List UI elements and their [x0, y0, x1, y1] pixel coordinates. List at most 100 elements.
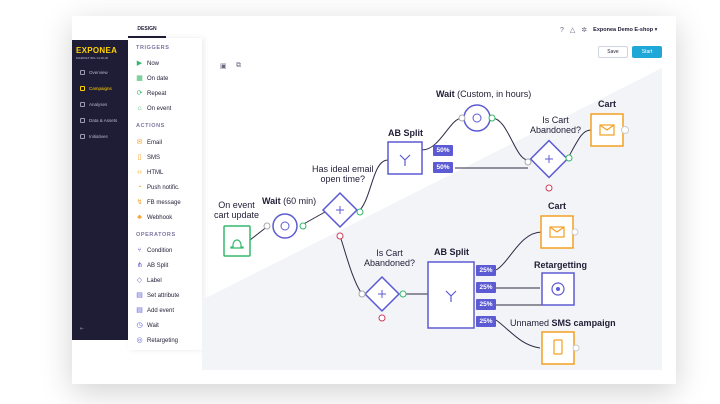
palette-item-label: Webhook [147, 214, 173, 221]
palette-item-on-date[interactable]: ▦On date [136, 75, 168, 82]
sidebar-item-initiatives[interactable]: Initiatives [80, 134, 108, 139]
palette-item-label-op[interactable]: ◇ Label [136, 277, 162, 284]
code-icon: ‹› [137, 169, 142, 176]
label-ab-split-1: AB Split [388, 128, 423, 138]
palette-item-label: Now [147, 60, 160, 67]
play-icon: ▶ [136, 60, 143, 67]
gear-icon[interactable]: ✲ [581, 27, 588, 34]
condition-icon [545, 155, 553, 163]
email-icon [549, 226, 565, 238]
node-ab-split-1 [387, 141, 423, 175]
palette-item-webhook[interactable]: ♣ Webhook [136, 214, 172, 221]
section-operators-title: OPERATORS [136, 232, 176, 238]
pct-badge[interactable]: 50% [433, 162, 453, 173]
palette-item-html[interactable]: ‹› HTML [136, 169, 163, 176]
notification-bell-icon[interactable]: △ [569, 27, 576, 34]
sidebar-item-overview[interactable]: Overview [80, 70, 108, 75]
node-ab-split-2 [427, 261, 475, 329]
pct-badge[interactable]: 50% [433, 145, 453, 156]
sidebar-item-label: Overview [89, 70, 108, 75]
sidebar-item-label: Campaigns [89, 86, 112, 91]
label-cart-2: Cart [548, 201, 566, 211]
palette-item-label: Retargeting [147, 337, 179, 344]
image-icon[interactable]: ▣ [220, 63, 227, 70]
sidebar-item-campaigns[interactable]: Campaigns [80, 86, 112, 91]
palette-item-label: Email [147, 139, 163, 146]
save-button[interactable]: Save [598, 46, 628, 58]
node-sms-campaign [541, 331, 575, 365]
label-wait-60: Wait (60 min) [262, 196, 316, 206]
label-wait-rest: (60 min) [280, 196, 317, 206]
palette-item-label: Label [147, 277, 162, 284]
clock-icon [280, 221, 290, 231]
node-on-event [223, 225, 251, 257]
palette-item-retargeting[interactable]: ◎Retargeting [136, 337, 178, 344]
palette-item-push[interactable]: ◔Push notific. [136, 184, 180, 191]
webhook-icon: ♣ [137, 214, 142, 221]
start-button[interactable]: Start [632, 46, 662, 58]
target-icon [551, 282, 565, 296]
palette-item-label: Condition [147, 247, 173, 254]
palette-item-label: Repeat [147, 90, 167, 97]
palette-item-label: HTML [147, 169, 164, 176]
pct-badge[interactable]: 25% [476, 265, 496, 276]
sidebar-item-data-assets[interactable]: Data & Assets [80, 118, 117, 123]
label-wait-custom: Wait (Custom, in hours) [436, 89, 531, 99]
pct-badge[interactable]: 25% [476, 299, 496, 310]
clock-icon [472, 113, 482, 123]
add-event-icon: ▤ [136, 307, 143, 314]
palette-item-label: FB message [147, 199, 181, 206]
sms-icon: ▯ [137, 154, 142, 161]
sidebar-item-label: Data & Assets [89, 118, 118, 123]
repeat-icon: ⟳ [136, 90, 143, 97]
split-icon: ⋔ [136, 262, 143, 269]
palette-item-ab-split[interactable]: ⋔AB Split [136, 262, 169, 269]
pct-badge[interactable]: 25% [476, 282, 496, 293]
palette-item-wait[interactable]: ◷Wait [136, 322, 158, 329]
label-cart-question-2: Is Cart Abandoned? [364, 248, 416, 269]
label-sms-campaign: Unnamed SMS campaign [510, 318, 616, 328]
split-icon [399, 154, 411, 166]
pct-badge[interactable]: 25% [476, 316, 496, 327]
label-retargeting: Retargetting [534, 260, 587, 270]
brand-logo-text: EXPONEA [76, 46, 118, 55]
palette-item-label: On date [147, 75, 169, 82]
condition-icon [378, 290, 386, 298]
tab-design[interactable]: DESIGN [128, 22, 166, 38]
palette-item-condition[interactable]: ⑂Condition [136, 247, 172, 254]
attribute-icon: ▤ [136, 292, 143, 299]
collapse-icon[interactable]: ⇤ [80, 326, 85, 332]
palette-item-on-event[interactable]: ⌂On event [136, 105, 171, 112]
label-icon: ◇ [136, 277, 143, 284]
top-bar: ? △ ✲ Exponea Demo E-shop ▾ [560, 26, 658, 35]
palette-item-add-event[interactable]: ▤ Add event [136, 307, 174, 314]
sidebar-item-label: Analyses [89, 102, 108, 107]
palette-item-label: Add event [147, 307, 175, 314]
label-ab-split-2: AB Split [434, 247, 469, 257]
palette-item-sms[interactable]: ▯SMS [136, 154, 160, 161]
copy-icon[interactable]: ⧉ [236, 62, 241, 69]
palette-item-email[interactable]: ✉Email [136, 139, 162, 146]
sidebar-item-analyses[interactable]: Analyses [80, 102, 107, 107]
label-on-event: On event cart update [214, 200, 260, 221]
label-retargeting-bold: Retargetting [534, 260, 588, 270]
palette-item-repeat[interactable]: ⟳ Repeat [136, 90, 167, 97]
initiatives-icon [80, 134, 85, 139]
palette-item-label: Push notific. [147, 184, 180, 191]
section-actions-title: ACTIONS [136, 123, 165, 129]
palette-item-now[interactable]: ▶ Now [136, 60, 159, 67]
clock-icon: ◷ [136, 322, 143, 329]
label-wait-bold: Wait [262, 196, 281, 206]
label-wait-rest: (Custom, in hours) [454, 89, 532, 99]
node-palette-panel [128, 38, 202, 350]
palette-item-fb-message[interactable]: ↯FB message [136, 199, 181, 206]
help-icon[interactable]: ? [560, 26, 564, 34]
campaigns-icon [80, 86, 85, 91]
project-selector[interactable]: Exponea Demo E-shop ▾ [593, 27, 658, 33]
sms-icon [553, 339, 563, 355]
label-sms-prefix: Unnamed [510, 318, 550, 328]
bell-icon [230, 239, 244, 249]
palette-item-set-attribute[interactable]: ▤Set attribute [136, 292, 179, 299]
section-triggers-title: TRIGGERS [136, 45, 170, 51]
